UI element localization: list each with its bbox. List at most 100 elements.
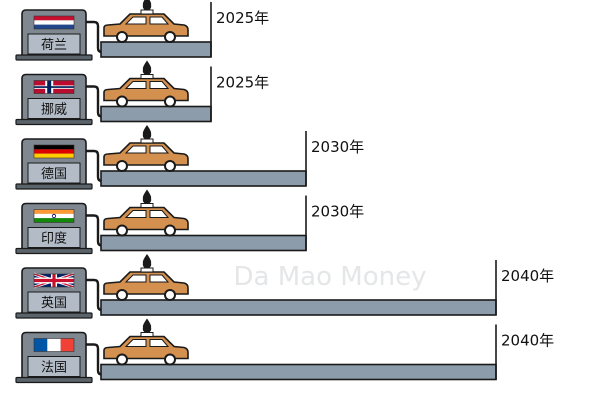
car-window [124, 16, 147, 25]
year-label: 2025年 [216, 9, 269, 27]
car-wheel [164, 289, 176, 301]
flag-stripe [34, 149, 74, 154]
car-window [149, 81, 170, 89]
flag-border [33, 15, 75, 30]
flag-cross [34, 278, 74, 283]
car [103, 0, 189, 43]
car-body [103, 335, 189, 360]
year-label: 2040年 [501, 267, 554, 285]
flag-stripe [34, 20, 74, 25]
flag-chakra [51, 213, 57, 219]
pump-label-plate [27, 356, 81, 377]
year-label: 2030年 [311, 203, 364, 221]
pump-base [15, 247, 93, 255]
country-label: 英国 [41, 296, 67, 311]
flag-netherlands [33, 15, 75, 30]
car-window [124, 81, 147, 89]
bar [100, 105, 212, 123]
flag-united-kingdom [33, 272, 75, 289]
pump-base [15, 54, 93, 61]
flag-stripe [34, 16, 74, 21]
pump-base [15, 183, 93, 190]
pump-base [15, 376, 93, 384]
car-body [103, 77, 189, 102]
car-roof-sign [140, 9, 154, 15]
row-norway: 挪威 2025年 [15, 60, 269, 126]
bar [100, 170, 307, 187]
car [103, 254, 189, 301]
flag-border [33, 273, 75, 288]
flag-stripe [34, 209, 74, 214]
row-united-kingdom: 英国 2040年 [15, 254, 554, 319]
car-window [149, 339, 170, 347]
car-window [124, 274, 147, 283]
car-wheel [116, 224, 128, 237]
car-wheel [164, 224, 176, 237]
flag-stripe [34, 24, 74, 29]
row-germany: 德国 2030年 [15, 125, 364, 190]
car-window [149, 145, 170, 154]
pump-label-plate [27, 162, 81, 184]
country-label: 德国 [41, 167, 67, 182]
flag-stripe [47, 338, 61, 352]
car-wheel [164, 95, 176, 108]
flag-stripe [34, 218, 74, 223]
year-label: 2030年 [311, 138, 364, 156]
flag-border [33, 209, 75, 223]
oil-drop-icon [142, 0, 152, 11]
oil-drop-icon [142, 254, 152, 269]
car-roof-sign [140, 138, 154, 144]
country-label: 挪威 [41, 103, 67, 118]
car-roof-sign [140, 74, 154, 79]
car-body [103, 142, 189, 166]
flag-stripe [34, 153, 74, 158]
flag-germany [33, 144, 75, 159]
watermark-text: Da Mao Money [234, 262, 427, 292]
bar [100, 299, 497, 316]
car-wheel [116, 95, 128, 108]
flag-norway [33, 80, 75, 94]
oil-drop-icon [142, 125, 152, 140]
car [103, 125, 189, 172]
car-roof-sign [140, 203, 154, 208]
pump-label-plate [27, 227, 81, 248]
car-wheel [116, 160, 128, 172]
bar [100, 363, 497, 381]
country-label: 印度 [41, 231, 67, 247]
year-label: 2025年 [216, 74, 269, 92]
pump-label-plate [27, 33, 81, 55]
car-wheel [164, 160, 176, 172]
car-roof-sign [140, 332, 154, 337]
flag-stripe [34, 145, 74, 150]
pump-label-plate [27, 291, 81, 313]
car-wheel [116, 31, 128, 43]
car-window [149, 274, 170, 283]
oil-drop-icon [142, 189, 152, 204]
car-roof-sign [140, 267, 154, 273]
car-window [124, 339, 147, 347]
car-wheel [116, 353, 128, 366]
flag-border [33, 80, 75, 94]
oil-drop-icon [142, 318, 152, 333]
car-window [124, 210, 147, 218]
flag-border [33, 144, 75, 159]
pump-base [15, 118, 93, 126]
flag-india [33, 209, 75, 223]
car-body [103, 13, 189, 37]
pump-base [15, 312, 93, 319]
car-window [149, 210, 170, 218]
flag-france [33, 338, 75, 352]
car-wheel [164, 353, 176, 366]
pump-label-plate [27, 98, 81, 119]
car-wheel [164, 31, 176, 43]
car [103, 189, 189, 237]
country-label: 法国 [41, 361, 67, 376]
flag-stripe [60, 338, 74, 352]
row-india: 印度 2030年 [15, 189, 364, 255]
oil-drop-icon [142, 60, 152, 75]
car [103, 318, 189, 366]
car [103, 60, 189, 108]
car-body [103, 271, 189, 295]
flag-stripe [34, 338, 48, 352]
